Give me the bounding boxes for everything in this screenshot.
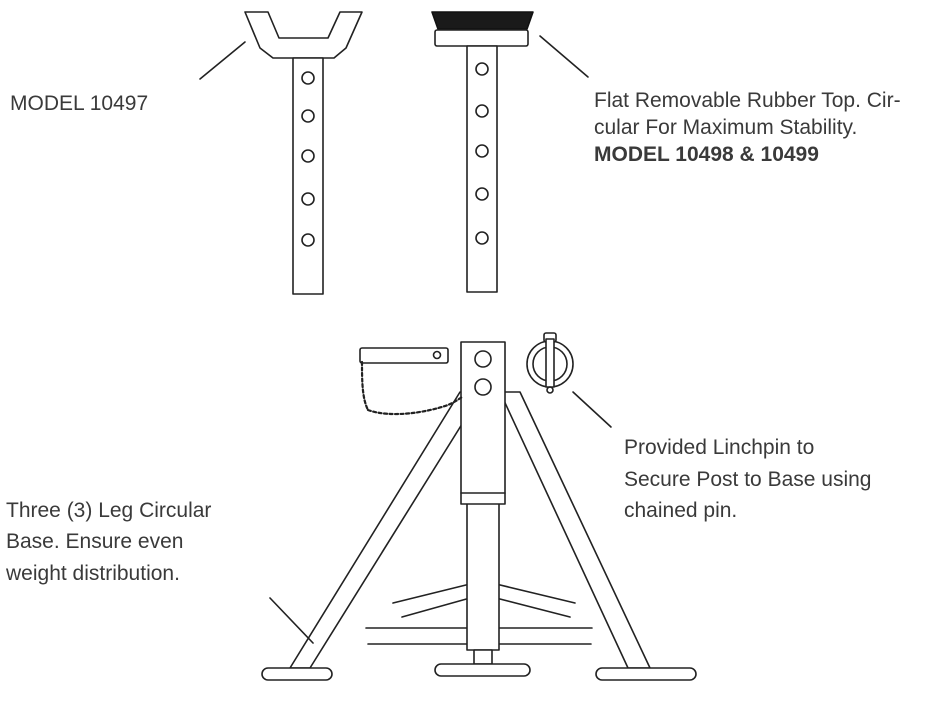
center-post — [466, 499, 500, 651]
linchpin — [526, 332, 574, 394]
leader-line-linchpin — [572, 391, 612, 428]
label-model-10497: MODEL 10497 — [10, 92, 149, 115]
label-linchpin-line1: Provided Linchpin to — [624, 436, 815, 459]
leader-line-model-10497 — [199, 41, 246, 80]
right-foot — [595, 667, 697, 681]
left-leg — [289, 391, 483, 669]
rubber-top-post — [431, 11, 534, 293]
left-foot — [261, 667, 333, 681]
label-linchpin-line2: Secure Post to Base using — [624, 468, 872, 491]
tripod-base — [261, 341, 697, 681]
leader-line-rubber-top — [539, 35, 589, 78]
v-cradle-post — [244, 11, 363, 295]
leader-line-base — [269, 597, 314, 644]
chained-pin — [359, 347, 464, 416]
center-foot — [434, 663, 531, 677]
label-rubber-top-line1: Flat Removable Rubber Top. Cir- — [594, 89, 901, 112]
rubber-pad — [431, 11, 534, 30]
label-base-line1: Three (3) Leg Circular — [6, 499, 212, 522]
label-linchpin-line3: chained pin. — [624, 499, 738, 522]
upper-sleeve — [460, 341, 506, 505]
label-rubber-top-line2: cular For Maximum Stability. — [594, 116, 858, 139]
label-base-line3: weight distribution. — [6, 562, 180, 585]
label-rubber-top-model: MODEL 10498 & 10499 — [594, 143, 819, 166]
label-base-line2: Base. Ensure even — [6, 530, 184, 553]
